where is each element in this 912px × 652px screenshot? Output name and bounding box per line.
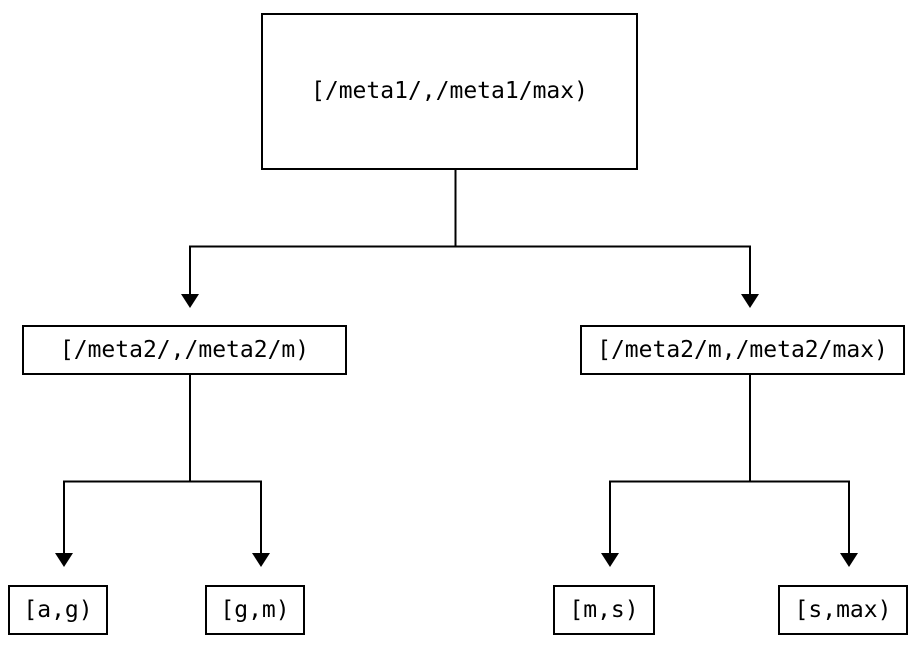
tree-node-meta2-low-label: [/meta2/,/meta2/m) xyxy=(59,336,310,363)
arrowhead-down-icon xyxy=(741,294,759,308)
tree-node-meta2-low: [/meta2/,/meta2/m) xyxy=(22,325,347,375)
tree-node-leaf-ms-label: [m,s) xyxy=(569,596,639,623)
edge-meta2-high-to-leaf-ms xyxy=(609,375,751,553)
arrowhead-down-icon xyxy=(55,553,73,567)
tree-node-leaf-gm: [g,m) xyxy=(205,585,305,635)
tree-node-meta2-high: [/meta2/m,/meta2/max) xyxy=(580,325,905,375)
arrowhead-down-icon xyxy=(252,553,270,567)
arrowhead-down-icon xyxy=(840,553,858,567)
tree-node-leaf-ms: [m,s) xyxy=(553,585,655,635)
tree-node-root-label: [/meta1/,/meta1/max) xyxy=(311,78,588,104)
tree-node-meta2-high-label: [/meta2/m,/meta2/max) xyxy=(597,336,888,363)
edge-root-to-meta2-high xyxy=(454,170,751,294)
edge-root-to-meta2-low xyxy=(189,170,457,294)
edge-meta2-low-to-leaf-ag xyxy=(63,375,191,553)
edge-meta2-low-to-leaf-gm xyxy=(189,375,262,553)
edge-meta2-high-to-leaf-smax xyxy=(749,375,850,553)
tree-node-leaf-smax-label: [s,max) xyxy=(794,596,892,623)
tree-node-root: [/meta1/,/meta1/max) xyxy=(261,13,638,170)
arrowhead-down-icon xyxy=(601,553,619,567)
tree-node-leaf-ag: [a,g) xyxy=(8,585,108,635)
arrowhead-down-icon xyxy=(181,294,199,308)
tree-node-leaf-smax: [s,max) xyxy=(778,585,908,635)
tree-node-leaf-ag-label: [a,g) xyxy=(23,596,93,623)
tree-node-leaf-gm-label: [g,m) xyxy=(220,596,290,623)
